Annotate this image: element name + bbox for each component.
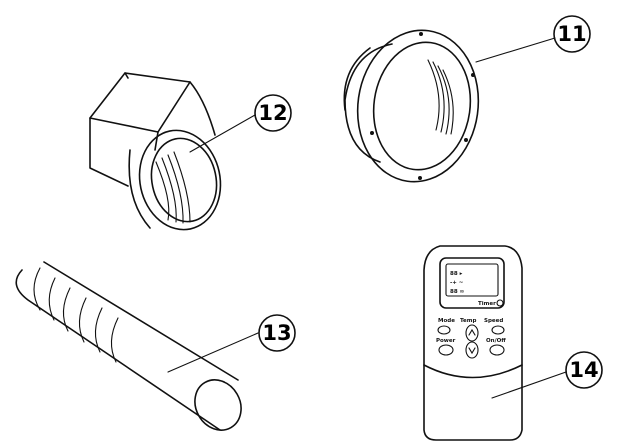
part-11-adapter-ring [343,29,556,183]
callout-12: 12 [254,94,292,132]
remote-temp-label: Temp [460,318,476,324]
remote-power-label: Power [436,338,456,344]
remote-onoff-label: On/Off [486,338,506,344]
part-14-remote-control: 88 ▸ -+ ~ 88 ∞ Timer Mode Temp Speed Pow… [423,245,567,441]
callout-14-label: 14 [569,358,598,382]
callout-11-label: 11 [557,22,586,46]
callout-11: 11 [553,15,591,53]
remote-display-bottom: 88 ∞ [450,289,464,295]
callout-13-label: 13 [262,321,291,345]
remote-speed-label: Speed [484,318,503,324]
part-13-exhaust-hose [15,261,259,431]
part-12-exhaust-adapter [89,72,256,231]
callout-12-label: 12 [258,101,287,125]
remote-display-mid: -+ ~ [450,280,464,286]
remote-mode-label: Mode [438,318,455,324]
remote-display-top: 88 ▸ [450,271,463,277]
callout-13: 13 [258,314,296,352]
remote-timer-label: Timer [478,301,496,307]
callout-14: 14 [565,351,603,389]
